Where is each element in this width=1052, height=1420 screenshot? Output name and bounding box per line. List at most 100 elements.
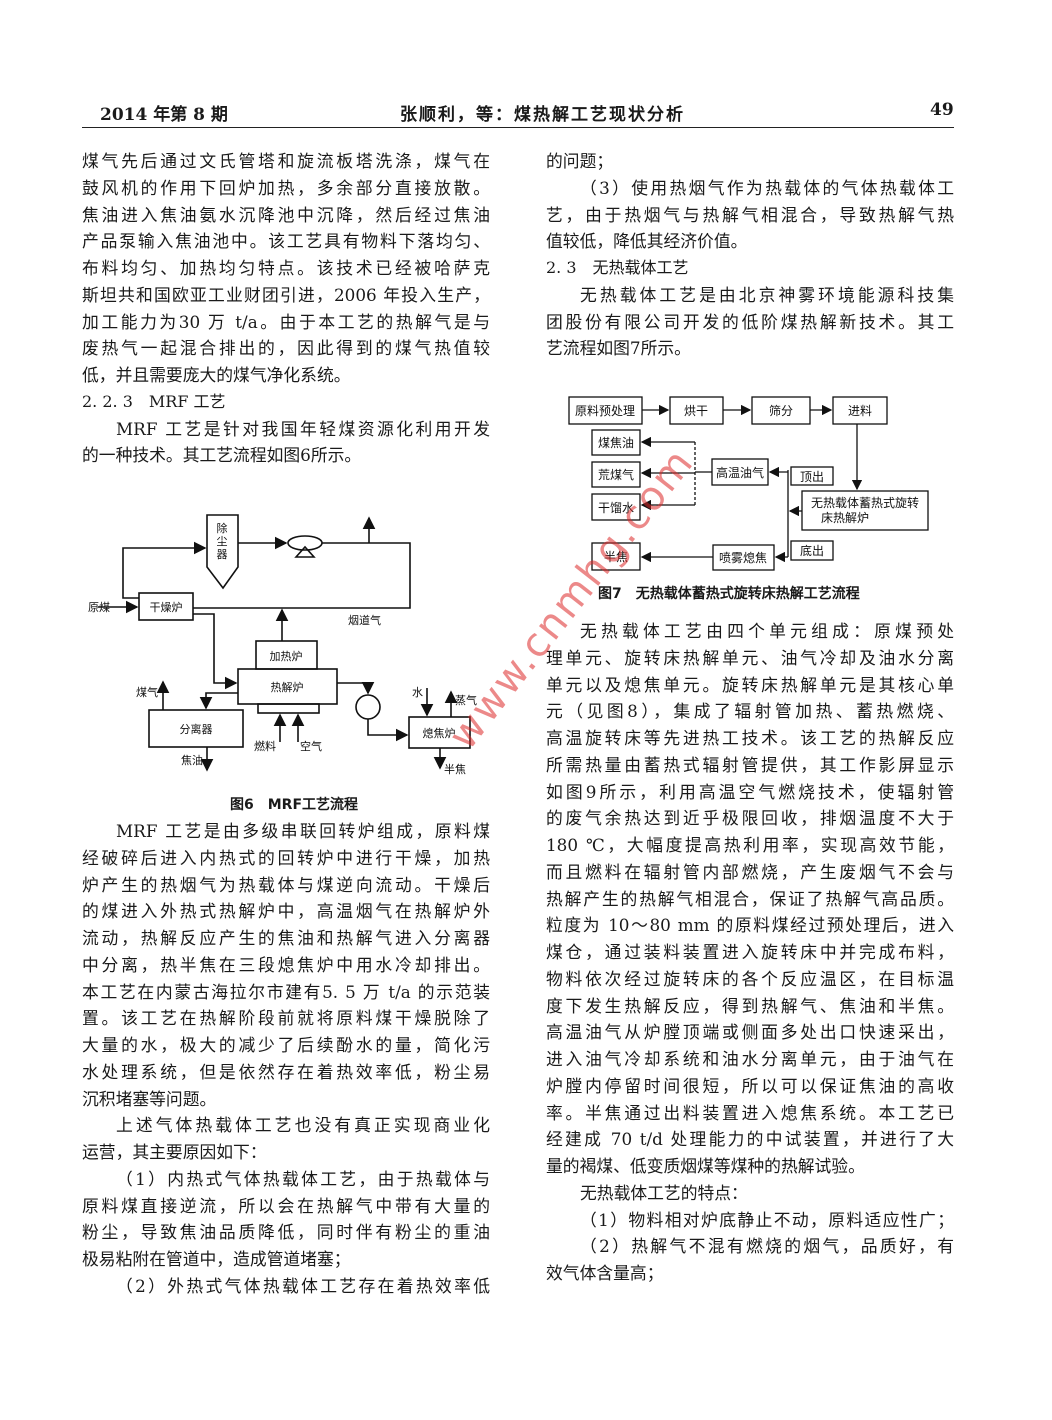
label-dust-collector-1: 除	[217, 521, 228, 535]
text-line: 鼓风机的作用下回炉加热，多余部分直接放散。	[82, 177, 490, 198]
text-line: 率。半焦通过出料装置进入熄焦系统。本工艺已	[546, 1102, 954, 1123]
fig7-drying: 烘干	[684, 404, 708, 418]
text-line: 艺流程如图7所示。	[546, 338, 691, 359]
header-rule	[82, 127, 954, 128]
text-line: MRF 工艺是针对我国年轻煤资源化利用开发	[116, 418, 490, 439]
text-line: 高温旋转床等先进热工技术。该工艺的热解反应	[546, 728, 954, 748]
label-raw-coal: 原煤	[88, 601, 110, 614]
text-line: （1）内热式气体热载体工艺，由于热载体与	[116, 1168, 490, 1189]
label-pyrolyzer: 热解炉	[271, 680, 304, 694]
fig7-reactor-line1: 无热载体蓄热式旋转	[811, 495, 919, 510]
running-title: 张顺利，等：煤热解工艺现状分析	[400, 105, 685, 125]
text-line: 置。该工艺在热解阶段前就将原料煤干燥脱除了	[82, 1008, 490, 1029]
right-column-top: 的问题； （3）使用热烟气作为热载体的气体热载体工艺，由于热烟气与热解气相混合，导…	[546, 148, 954, 362]
text-line: 热解产生的热解气相混合，保证了热解气高品质。	[546, 888, 954, 909]
fig7-top-out: 顶出	[800, 470, 824, 484]
text-line: 无热载体工艺由四个单元组成：原煤预处	[580, 621, 954, 641]
fig7-pretreat: 原料预处理	[575, 404, 635, 418]
text-line: 的一种技术。其工艺流程如图6所示。	[82, 445, 362, 466]
fig7-tar: 煤焦油	[598, 436, 634, 450]
journal-issue: 2014 年第 8 期	[100, 105, 228, 125]
text-line: 艺，由于热烟气与热解气相混合，导致热解气热	[546, 204, 954, 225]
text-line: 单元以及熄焦单元。旋转床热解单元是其核心单	[546, 674, 954, 695]
text-line: 炉膛内停留时间很短，所以可以保证焦油的高收	[546, 1075, 954, 1096]
text-line: 经破碎后进入内热式的回转炉中进行干燥，加热	[82, 847, 490, 868]
text-line: 斯坦共和国欧亚工业财团引进，2006 年投入生产，	[82, 284, 490, 305]
right-column-bottom: 无热载体工艺由四个单元组成：原煤预处理单元、旋转床热解单元、油气冷却及油水分离单…	[546, 618, 954, 1287]
label-air: 空气	[300, 739, 322, 753]
fig7-bottom-out: 底出	[800, 543, 824, 558]
text-line: 加工能力为30 万 t/a。由于本工艺的热解气是与	[82, 311, 490, 332]
text-line: 2. 2. 3 MRF 工艺	[82, 391, 226, 411]
label-water: 水	[412, 686, 423, 699]
text-line: （3）使用热烟气作为热载体的气体热载体工	[580, 177, 954, 198]
text-line: 的废气余热达到近乎极限回收，排烟温度不大于	[546, 808, 954, 829]
fig7-water: 干馏水	[598, 501, 634, 515]
fig7-semi-coke: 半焦	[604, 550, 628, 564]
figure-6-caption: 图6 MRF工艺流程	[230, 797, 359, 813]
text-line: 无热载体工艺是由北京神雾环境能源科技集	[580, 284, 954, 305]
text-line: 的煤进入外热式热解炉中，高温烟气在热解炉外	[82, 901, 490, 922]
left-column-top: 煤气先后通过文氏管塔和旋流板塔洗涤，煤气在鼓风机的作用下回炉加热，多余部分直接放…	[82, 148, 490, 469]
text-line: 粒度为 10～80 mm 的原料煤经过预处理后，进入	[546, 915, 954, 936]
label-semi-coke: 半焦	[444, 762, 466, 776]
text-line: 的问题；	[546, 151, 614, 171]
text-line: 上述气体热载体工艺也没有真正实现商业化	[116, 1115, 490, 1136]
text-line: 焦油进入焦油氨水沉降池中沉降，然后经过焦油	[82, 204, 490, 225]
label-separator: 分离器	[180, 722, 213, 736]
text-line: MRF 工艺是由多级串联回转炉组成，原料煤	[116, 821, 490, 841]
text-line: 极易粘附在管道中，造成管道堵塞；	[82, 1249, 351, 1269]
text-line: 本工艺在内蒙古海拉尔市建有5. 5 万 t/a 的示范装	[82, 981, 490, 1002]
fig7-oil-gas: 高温油气	[716, 465, 764, 480]
text-line: 进入油气冷却系统和油水分离单元，由于油气在	[546, 1049, 954, 1069]
text-line: （2）外热式气体热载体工艺存在着热效率低	[116, 1275, 490, 1296]
label-dryer: 干燥炉	[150, 601, 183, 614]
text-line: 布料均匀、加热均匀特点。该技术已经被哈萨克	[82, 258, 490, 278]
label-quencher: 熄焦炉	[423, 726, 456, 740]
label-dust-collector-3: 器	[217, 548, 228, 561]
text-line: 所需热量由蓄热式辐射管提供，其工作影屏显示	[546, 754, 954, 775]
page-number: 49	[930, 100, 954, 120]
text-line: 度下发生热解反应，得到热解气、焦油和半焦。	[546, 995, 954, 1016]
figure-7-flow	[568, 396, 929, 571]
text-line: 煤气先后通过文氏管塔和旋流板塔洗涤，煤气在	[82, 151, 490, 171]
label-flue-gas: 烟道气	[348, 613, 381, 627]
text-line: （2）热解气不混有燃烧的烟气，品质好，有	[580, 1236, 954, 1257]
text-line: 物料依次经过旋转床的各个反应温区，在目标温	[546, 968, 954, 989]
fig7-raw-gas: 荒煤气	[598, 467, 634, 482]
fig7-screening: 筛分	[769, 403, 793, 418]
text-line: 炉产生的热烟气为热载体与煤逆向流动。干燥后	[82, 874, 490, 895]
text-line: 效气体含量高；	[546, 1263, 664, 1283]
label-tar: 焦油	[181, 753, 203, 767]
pump-icon	[355, 694, 381, 720]
separator-box	[148, 709, 244, 748]
label-dust-collector-2: 尘	[217, 535, 228, 548]
text-line: 废热气一起混合排出的，因此得到的煤气热值较	[82, 338, 490, 359]
text-line: 无热载体工艺的特点：	[580, 1182, 748, 1203]
text-line: 量的褐煤、低变质烟煤等煤种的热解试验。	[546, 1156, 865, 1176]
text-line: 2. 3 无热载体工艺	[546, 258, 689, 277]
label-heater: 加热炉	[270, 650, 303, 663]
text-line: 低，并且需要庞大的煤气净化系统。	[82, 365, 351, 385]
figure-7-caption: 图7 无热载体蓄热式旋转床热解工艺流程	[598, 586, 860, 602]
label-steam: 蒸气	[455, 693, 477, 707]
text-line: 产品泵输入焦油池中。该工艺具有物料下落均匀、	[82, 231, 490, 252]
text-line: 高温油气从炉膛顶端或侧面多处出口快速采出，	[546, 1022, 954, 1043]
text-line: 粉尘，导致焦油品质降低，同时伴有粉尘的重油	[82, 1222, 490, 1243]
left-column-bottom: MRF 工艺是由多级串联回转炉组成，原料煤经破碎后进入内热式的回转炉中进行干燥，…	[82, 818, 490, 1300]
text-line: 原料煤直接逆流，所以会在热解气中带有大量的	[82, 1195, 490, 1216]
dust-collector-shape	[206, 514, 239, 590]
text-line: 运营，其主要原因如下：	[82, 1142, 267, 1162]
text-line: 煤仓，通过装料装置进入旋转床中并完成布料，	[546, 942, 954, 962]
text-line: 沉积堵塞等问题。	[82, 1088, 217, 1109]
text-line: 值较低，降低其经济价值。	[546, 231, 748, 252]
fig7-feeding: 进料	[848, 404, 872, 418]
text-line: 流动，热解反应产生的焦油和热解气进入分离器	[82, 928, 490, 948]
text-line: 中分离，热半焦在三段熄焦炉中用水冷却排出。	[82, 954, 490, 975]
text-line: 经建成 70 t/d 处理能力的中试装置，并进行了大	[546, 1129, 954, 1150]
text-line: （1）物料相对炉底静止不动，原料适应性广；	[580, 1209, 954, 1230]
fig7-reactor-line2: 床热解炉	[821, 511, 869, 525]
text-line: 元（见图8），集成了辐射管加热、蓄热燃烧、	[546, 701, 954, 722]
text-line: 180 ℃，大幅度提高热利用率，实现高效节能，	[546, 835, 954, 855]
